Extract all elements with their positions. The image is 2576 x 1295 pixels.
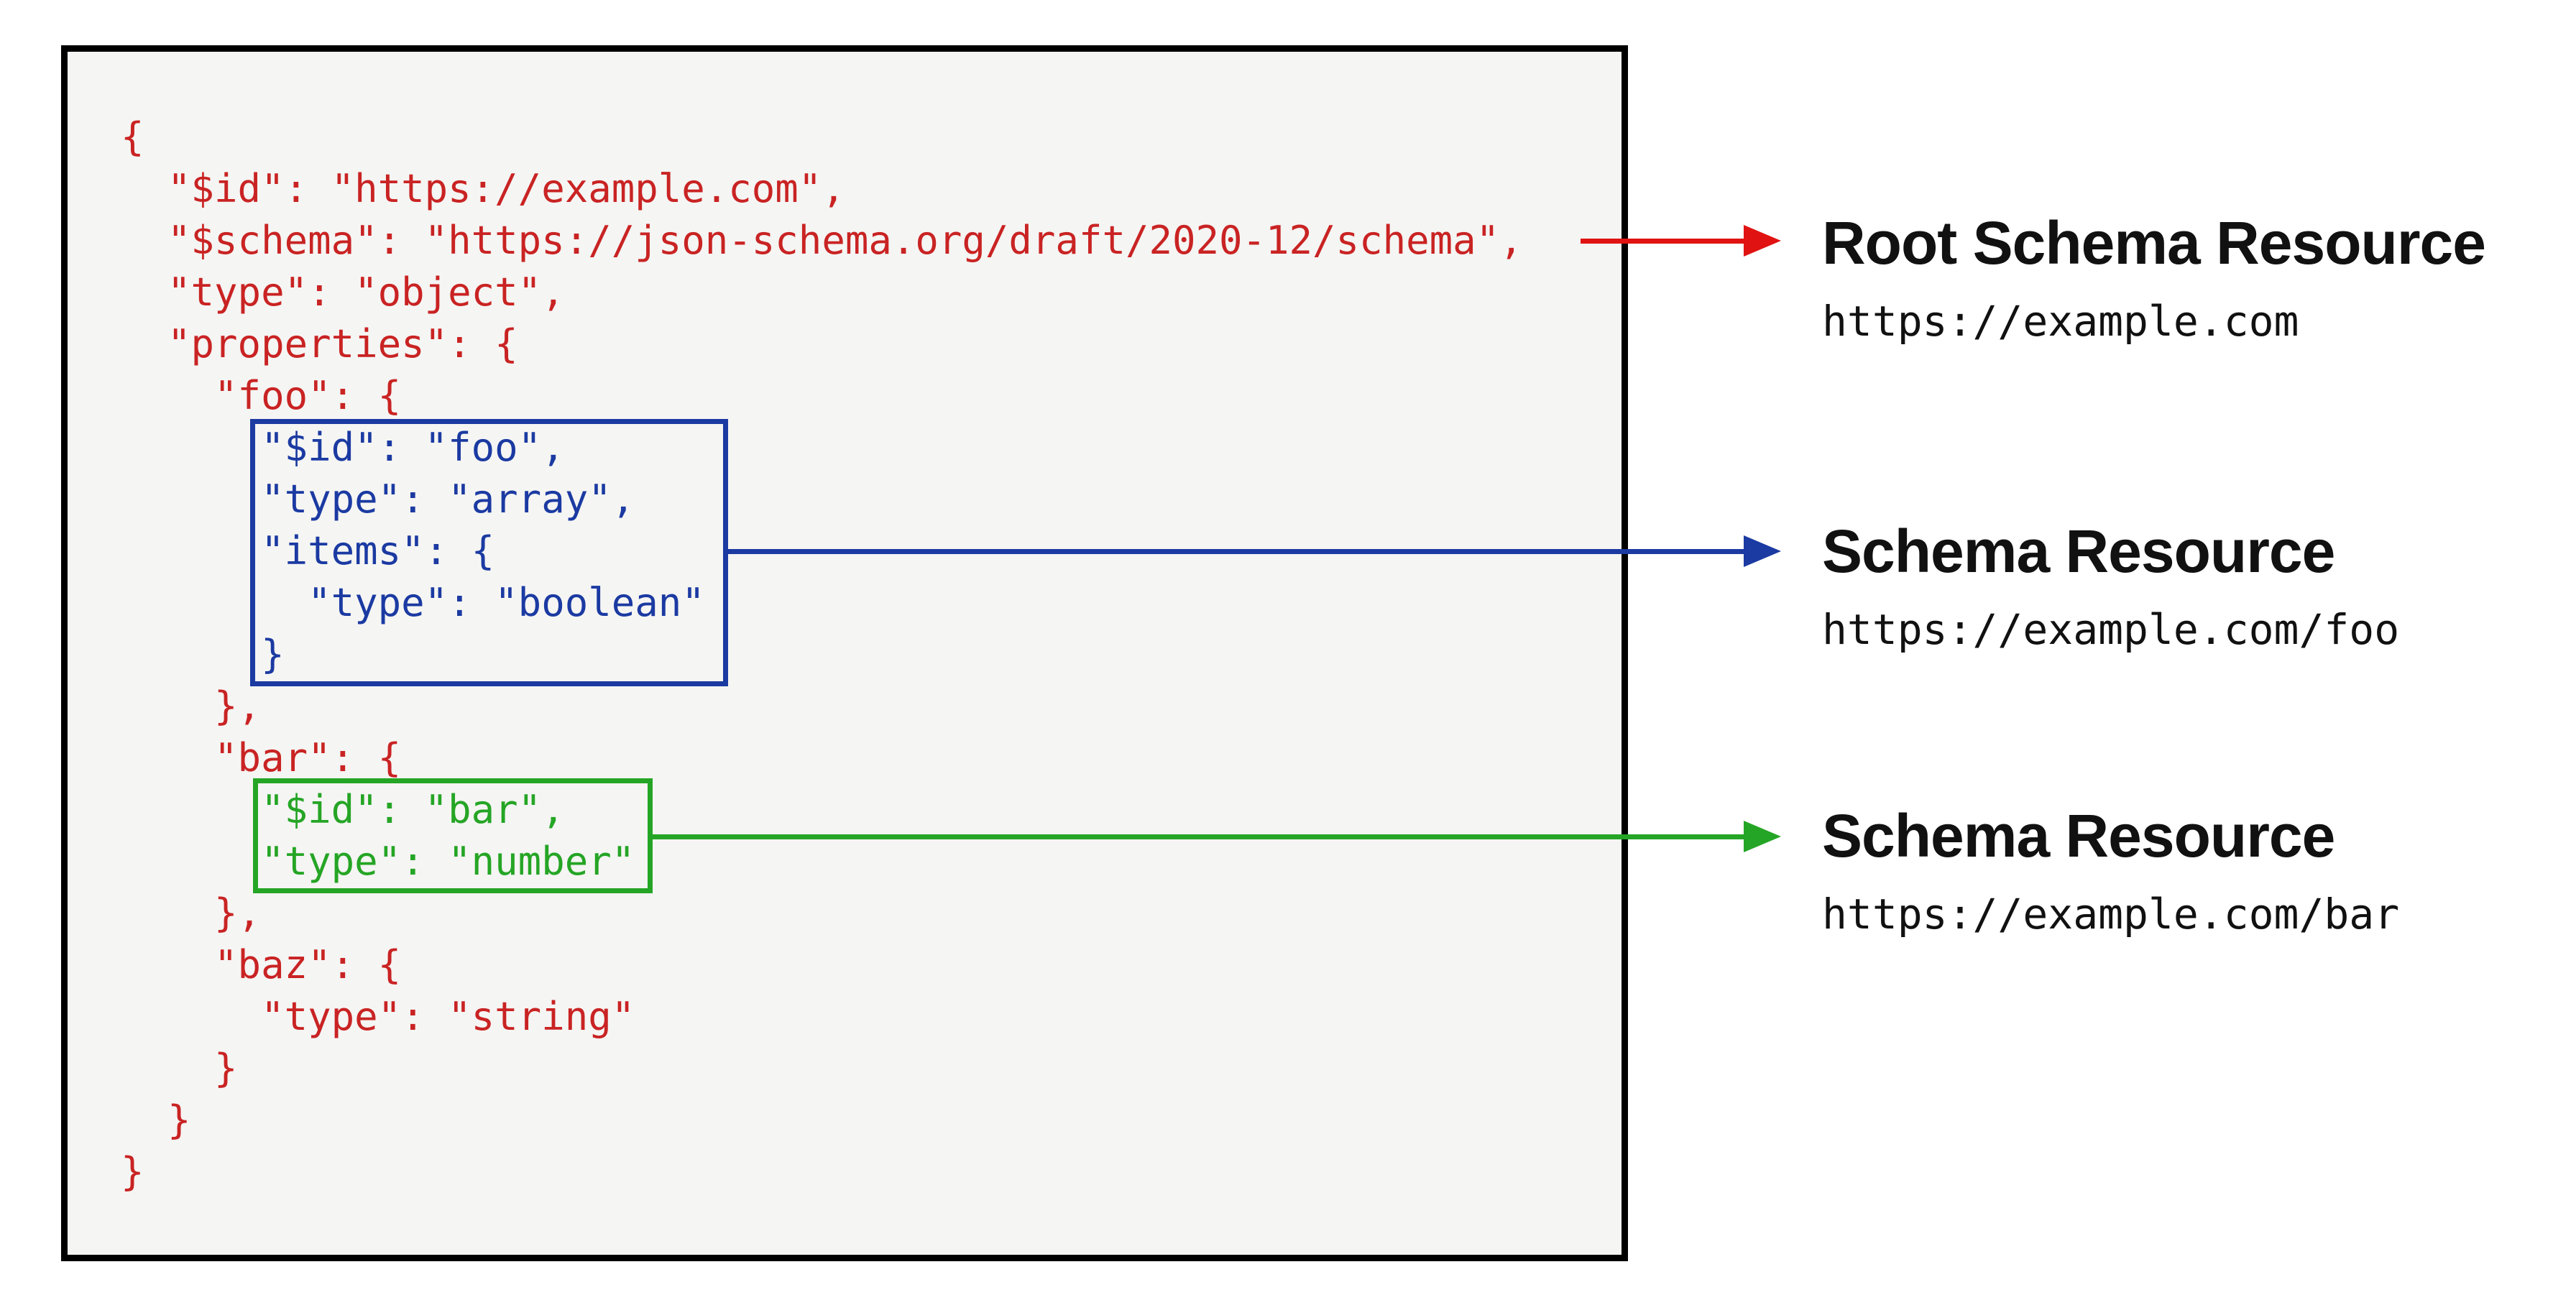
code-line: } <box>121 1097 191 1143</box>
code-line: "type": "array", <box>121 476 635 522</box>
code-line: "baz": { <box>121 942 402 987</box>
bar-schema-arrow <box>653 821 1781 852</box>
code-line: "properties": { <box>121 321 518 367</box>
root-schema-label-group: Root Schema Resource https://example.com <box>1822 207 2486 347</box>
json-code-panel: { "$id": "https://example.com", "$schema… <box>61 45 1628 1261</box>
code-line: } <box>121 1149 144 1194</box>
code-line: }, <box>121 683 262 729</box>
code-line: }, <box>121 890 262 936</box>
root-schema-arrow <box>1581 225 1781 257</box>
code-line: "type": "number" <box>121 839 635 884</box>
arrow-shaft <box>728 548 1744 554</box>
bar-schema-label-group: Schema Resource https://example.com/bar <box>1822 800 2399 940</box>
arrow-shaft <box>1581 238 1744 244</box>
arrow-head-icon <box>1744 225 1781 257</box>
foo-schema-arrow <box>728 535 1781 567</box>
label-title: Root Schema Resource <box>1822 209 2486 277</box>
code-line: "bar": { <box>121 735 402 780</box>
code-line: "$id": "bar", <box>121 787 565 832</box>
arrow-head-icon <box>1744 821 1781 852</box>
code-line: "type": "object", <box>121 269 565 315</box>
code-line: "$id": "foo", <box>121 425 565 470</box>
code-line: "$schema": "https://json-schema.org/draf… <box>121 218 1523 263</box>
label-uri: https://example.com/foo <box>1822 605 2400 654</box>
label-title: Schema Resource <box>1822 517 2335 585</box>
label-uri: https://example.com <box>1822 297 2299 346</box>
arrow-head-icon <box>1744 535 1781 567</box>
label-title: Schema Resource <box>1822 802 2335 870</box>
arrow-shaft <box>653 834 1744 839</box>
code-line: "items": { <box>121 528 495 573</box>
code-line: "foo": { <box>121 373 402 418</box>
code-line: "type": "string" <box>121 994 635 1039</box>
code-line: } <box>121 632 285 677</box>
code-line: "type": "boolean" <box>121 580 705 625</box>
code-line: } <box>121 1046 238 1091</box>
code-line: { <box>121 114 144 160</box>
foo-schema-resource-box <box>250 419 728 686</box>
label-uri: https://example.com/bar <box>1822 890 2400 939</box>
foo-schema-label-group: Schema Resource https://example.com/foo <box>1822 515 2399 655</box>
code-line: "$id": "https://example.com", <box>121 166 845 211</box>
json-code-block: { "$id": "https://example.com", "$schema… <box>121 111 1523 1198</box>
bar-schema-resource-box <box>253 778 653 893</box>
